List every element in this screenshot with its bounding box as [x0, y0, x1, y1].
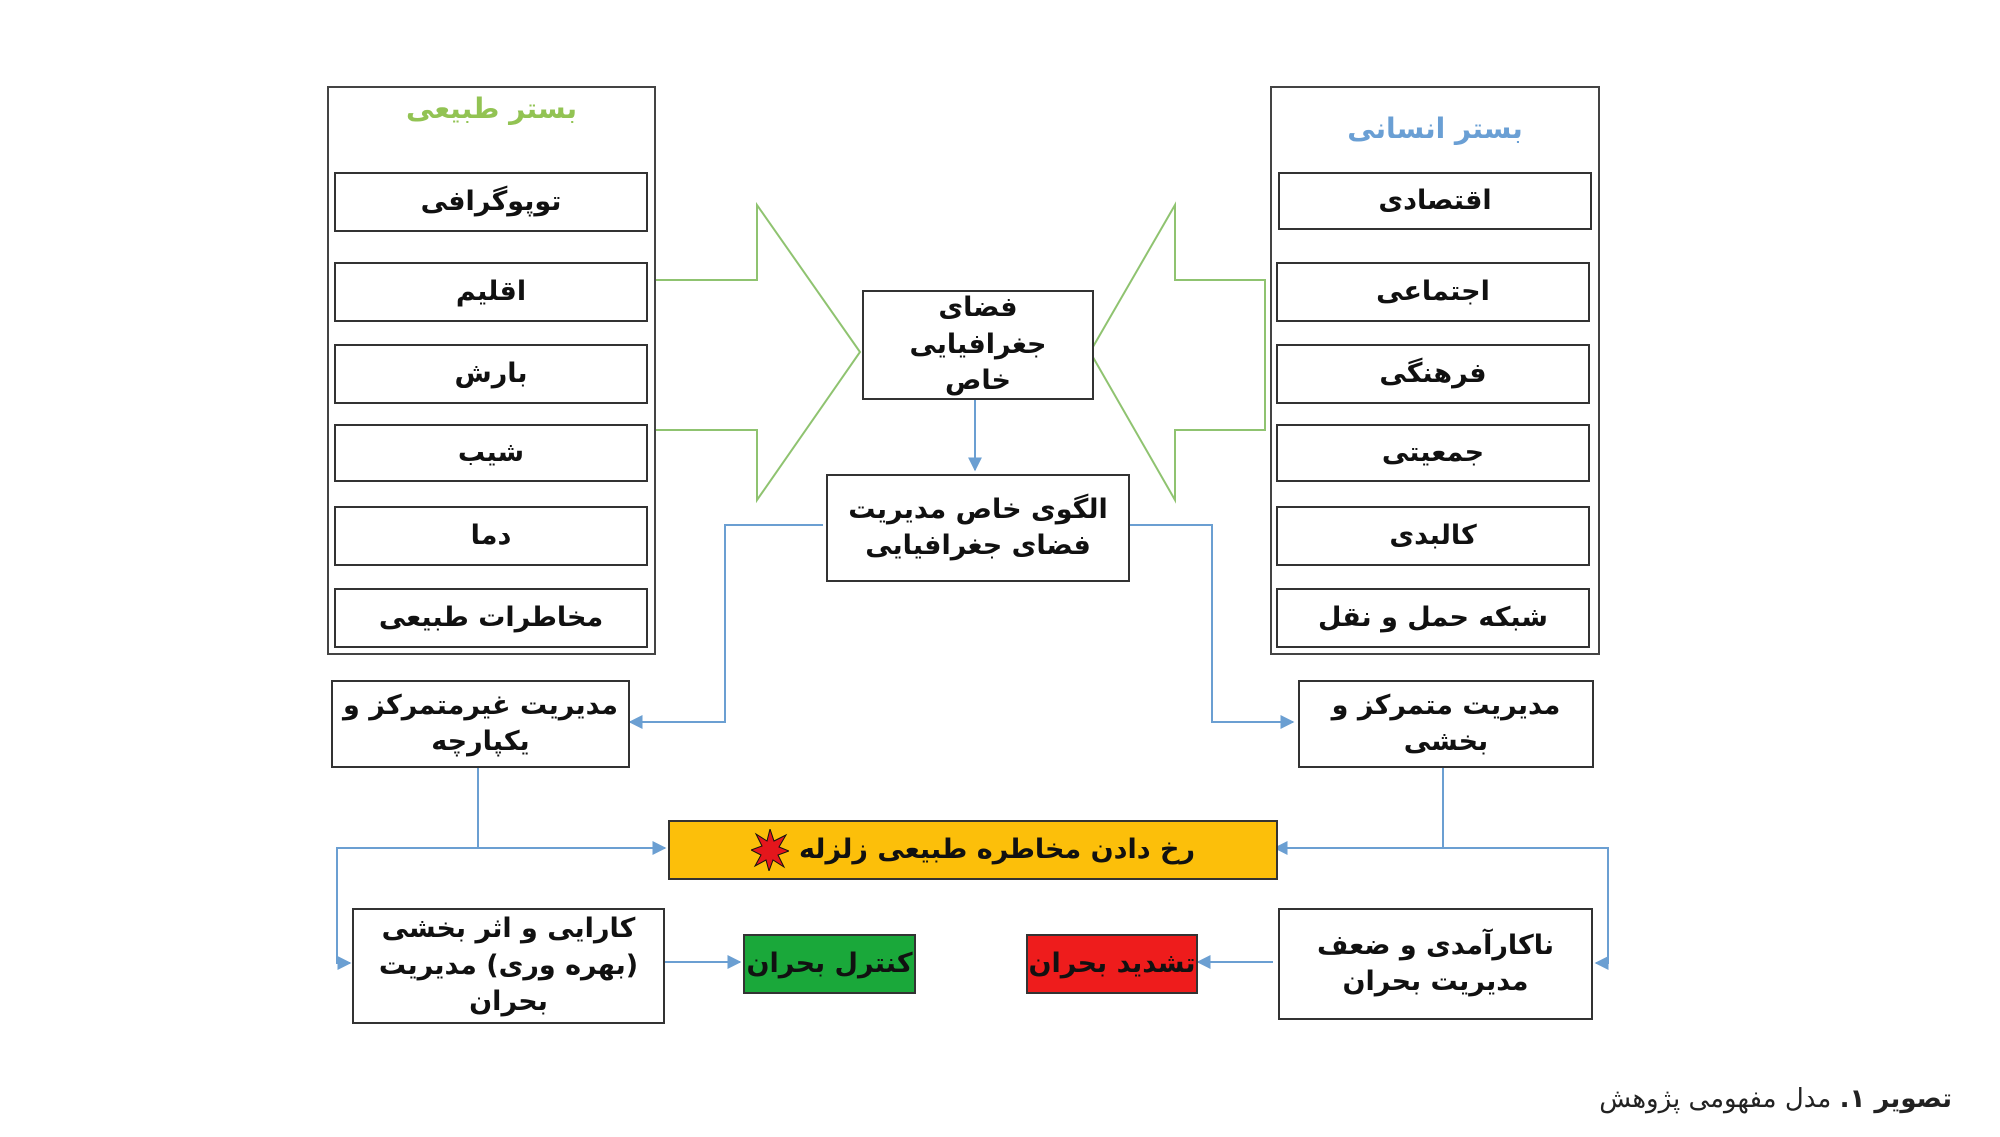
natural-item-hazards: مخاطرات طبیعی: [334, 588, 648, 648]
human-item-demographic: جمعیتی: [1276, 424, 1590, 482]
explosion-icon: [750, 829, 789, 871]
natural-item-temperature: دما: [334, 506, 648, 566]
natural-item-climate: اقلیم: [334, 262, 648, 322]
decentralized-to-efficiency-connector: [336, 847, 478, 970]
caption-text: مدل مفهومی پژوهش: [1599, 1084, 1832, 1114]
human-item-physical: کالبدی: [1276, 506, 1590, 566]
human-item-transport: شبکه حمل و نقل: [1276, 588, 1590, 648]
right-block-arrow: [1088, 201, 1266, 504]
human-item-social: اجتماعی: [1276, 262, 1590, 322]
human-context-panel: [1270, 86, 1600, 655]
centralized-to-inefficiency-connector: [1443, 847, 1609, 970]
natural-item-slope: شیب: [334, 424, 648, 482]
crisis-control-box: کنترل بحران: [743, 934, 916, 994]
event-label: رخ دادن مخاطره طبیعی زلزله: [798, 833, 1196, 865]
efficiency-box: کارایی و اثر بخشی (بهره وری) مدیریت بحرا…: [352, 908, 665, 1024]
decentralized-management-box: مدیریت غیرمتمرکز و یکپارچه: [331, 680, 630, 768]
inefficiency-box: ناکارآمدی و ضعف مدیریت بحران: [1278, 908, 1593, 1020]
natural-context-panel: [327, 86, 656, 655]
pattern-to-centralized-connector: [1127, 524, 1295, 729]
human-context-title: بستر انسانی: [1347, 112, 1523, 145]
crisis-intensify-box: تشدید بحران: [1026, 934, 1198, 994]
pattern-to-decentralized-connector: [628, 524, 823, 729]
earthquake-event-bar: رخ دادن مخاطره طبیعی زلزله: [668, 820, 1278, 880]
human-item-cultural: فرهنگی: [1276, 344, 1590, 404]
centralized-management-box: مدیریت متمرکز و بخشی: [1298, 680, 1594, 768]
natural-context-title: بستر طبیعی: [406, 92, 577, 125]
management-pattern-box: الگوی خاص مدیریت فضای جغرافیایی: [826, 474, 1130, 582]
natural-item-precipitation: بارش: [334, 344, 648, 404]
human-item-economic: اقتصادی: [1278, 172, 1592, 230]
left-block-arrow: [654, 201, 862, 504]
geographic-space-box: فضای جغرافیایی خاص: [862, 290, 1094, 400]
caption-label: تصویر ۱.: [1839, 1084, 1952, 1114]
centralized-to-event-connector: [1273, 768, 1444, 855]
figure-caption: تصویر ۱. مدل مفهومی پژوهش: [1599, 1084, 1952, 1114]
decentralized-to-event-connector: [477, 768, 667, 855]
natural-item-topography: توپوگرافی: [334, 172, 648, 232]
